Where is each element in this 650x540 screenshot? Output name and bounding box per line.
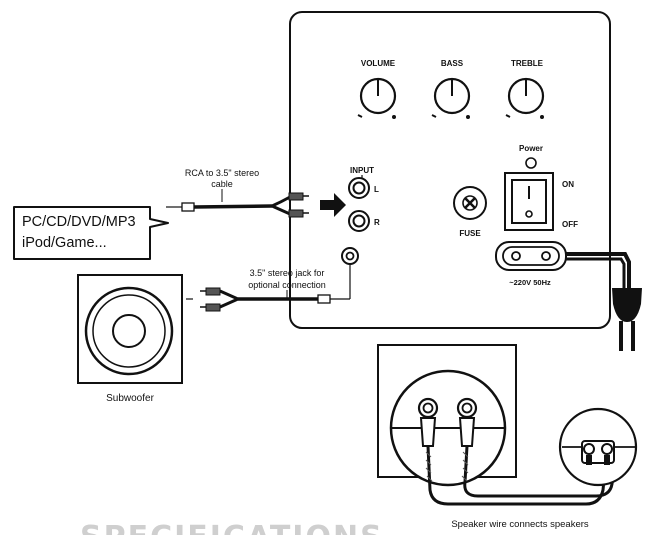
rca-cable-label-line-1: RCA to 3.5" stereo <box>185 168 259 178</box>
fuse-holder[interactable]: FUSE <box>453 186 487 238</box>
bass-label: BASS <box>441 59 464 68</box>
rca-cable-label-line-2: cable <box>211 179 233 189</box>
input-label: INPUT <box>350 166 374 175</box>
stereo-jack-label-line-1: 3.5" stereo jack for <box>250 268 325 278</box>
signal-arrow-icon <box>320 193 346 217</box>
power-switch[interactable] <box>504 172 554 231</box>
source-device: PC/CD/DVD/MP3 iPod/Game... <box>13 206 169 260</box>
source-device-line-2: iPod/Game... <box>22 235 107 251</box>
subwoofer: Subwoofer <box>77 274 183 404</box>
ac-power-inlet[interactable] <box>495 241 567 271</box>
treble-knob[interactable]: TREBLE <box>505 59 545 119</box>
satellite-speaker-terminals <box>558 407 638 487</box>
input-jack-right[interactable] <box>348 210 370 232</box>
power-label: Power <box>519 144 543 153</box>
volume-knob[interactable]: VOLUME <box>357 59 397 119</box>
power-indicator-light <box>525 157 537 169</box>
section-heading: SPECIFICATIONS <box>80 520 384 535</box>
voltage-label: ~220V 50Hz <box>509 278 551 287</box>
speaker-wire-label: Speaker wire connects speakers <box>451 519 589 530</box>
subwoofer-jack[interactable] <box>341 247 359 265</box>
power-cord <box>566 252 631 288</box>
switch-off-label: OFF <box>562 220 578 229</box>
input-jack-left[interactable] <box>348 177 370 199</box>
speaker-wire <box>425 445 616 506</box>
rca-cable: RCA to 3.5" stereo cable <box>166 168 309 218</box>
source-device-line-1: PC/CD/DVD/MP3 <box>22 214 136 230</box>
volume-label: VOLUME <box>361 59 396 68</box>
subwoofer-label: Subwoofer <box>106 393 154 404</box>
stereo-jack-label-line-2: optional connection <box>248 280 326 290</box>
input-right-label: R <box>374 218 380 227</box>
fuse-label: FUSE <box>459 229 481 238</box>
switch-on-label: ON <box>562 180 574 189</box>
power-plug-icon <box>612 288 642 351</box>
subwoofer-cable: 3.5" stereo jack for optional connection <box>186 264 351 312</box>
main-speaker-terminals <box>377 344 517 487</box>
input-left-label: L <box>374 185 379 194</box>
treble-label: TREBLE <box>511 59 544 68</box>
bass-knob[interactable]: BASS <box>431 59 471 119</box>
